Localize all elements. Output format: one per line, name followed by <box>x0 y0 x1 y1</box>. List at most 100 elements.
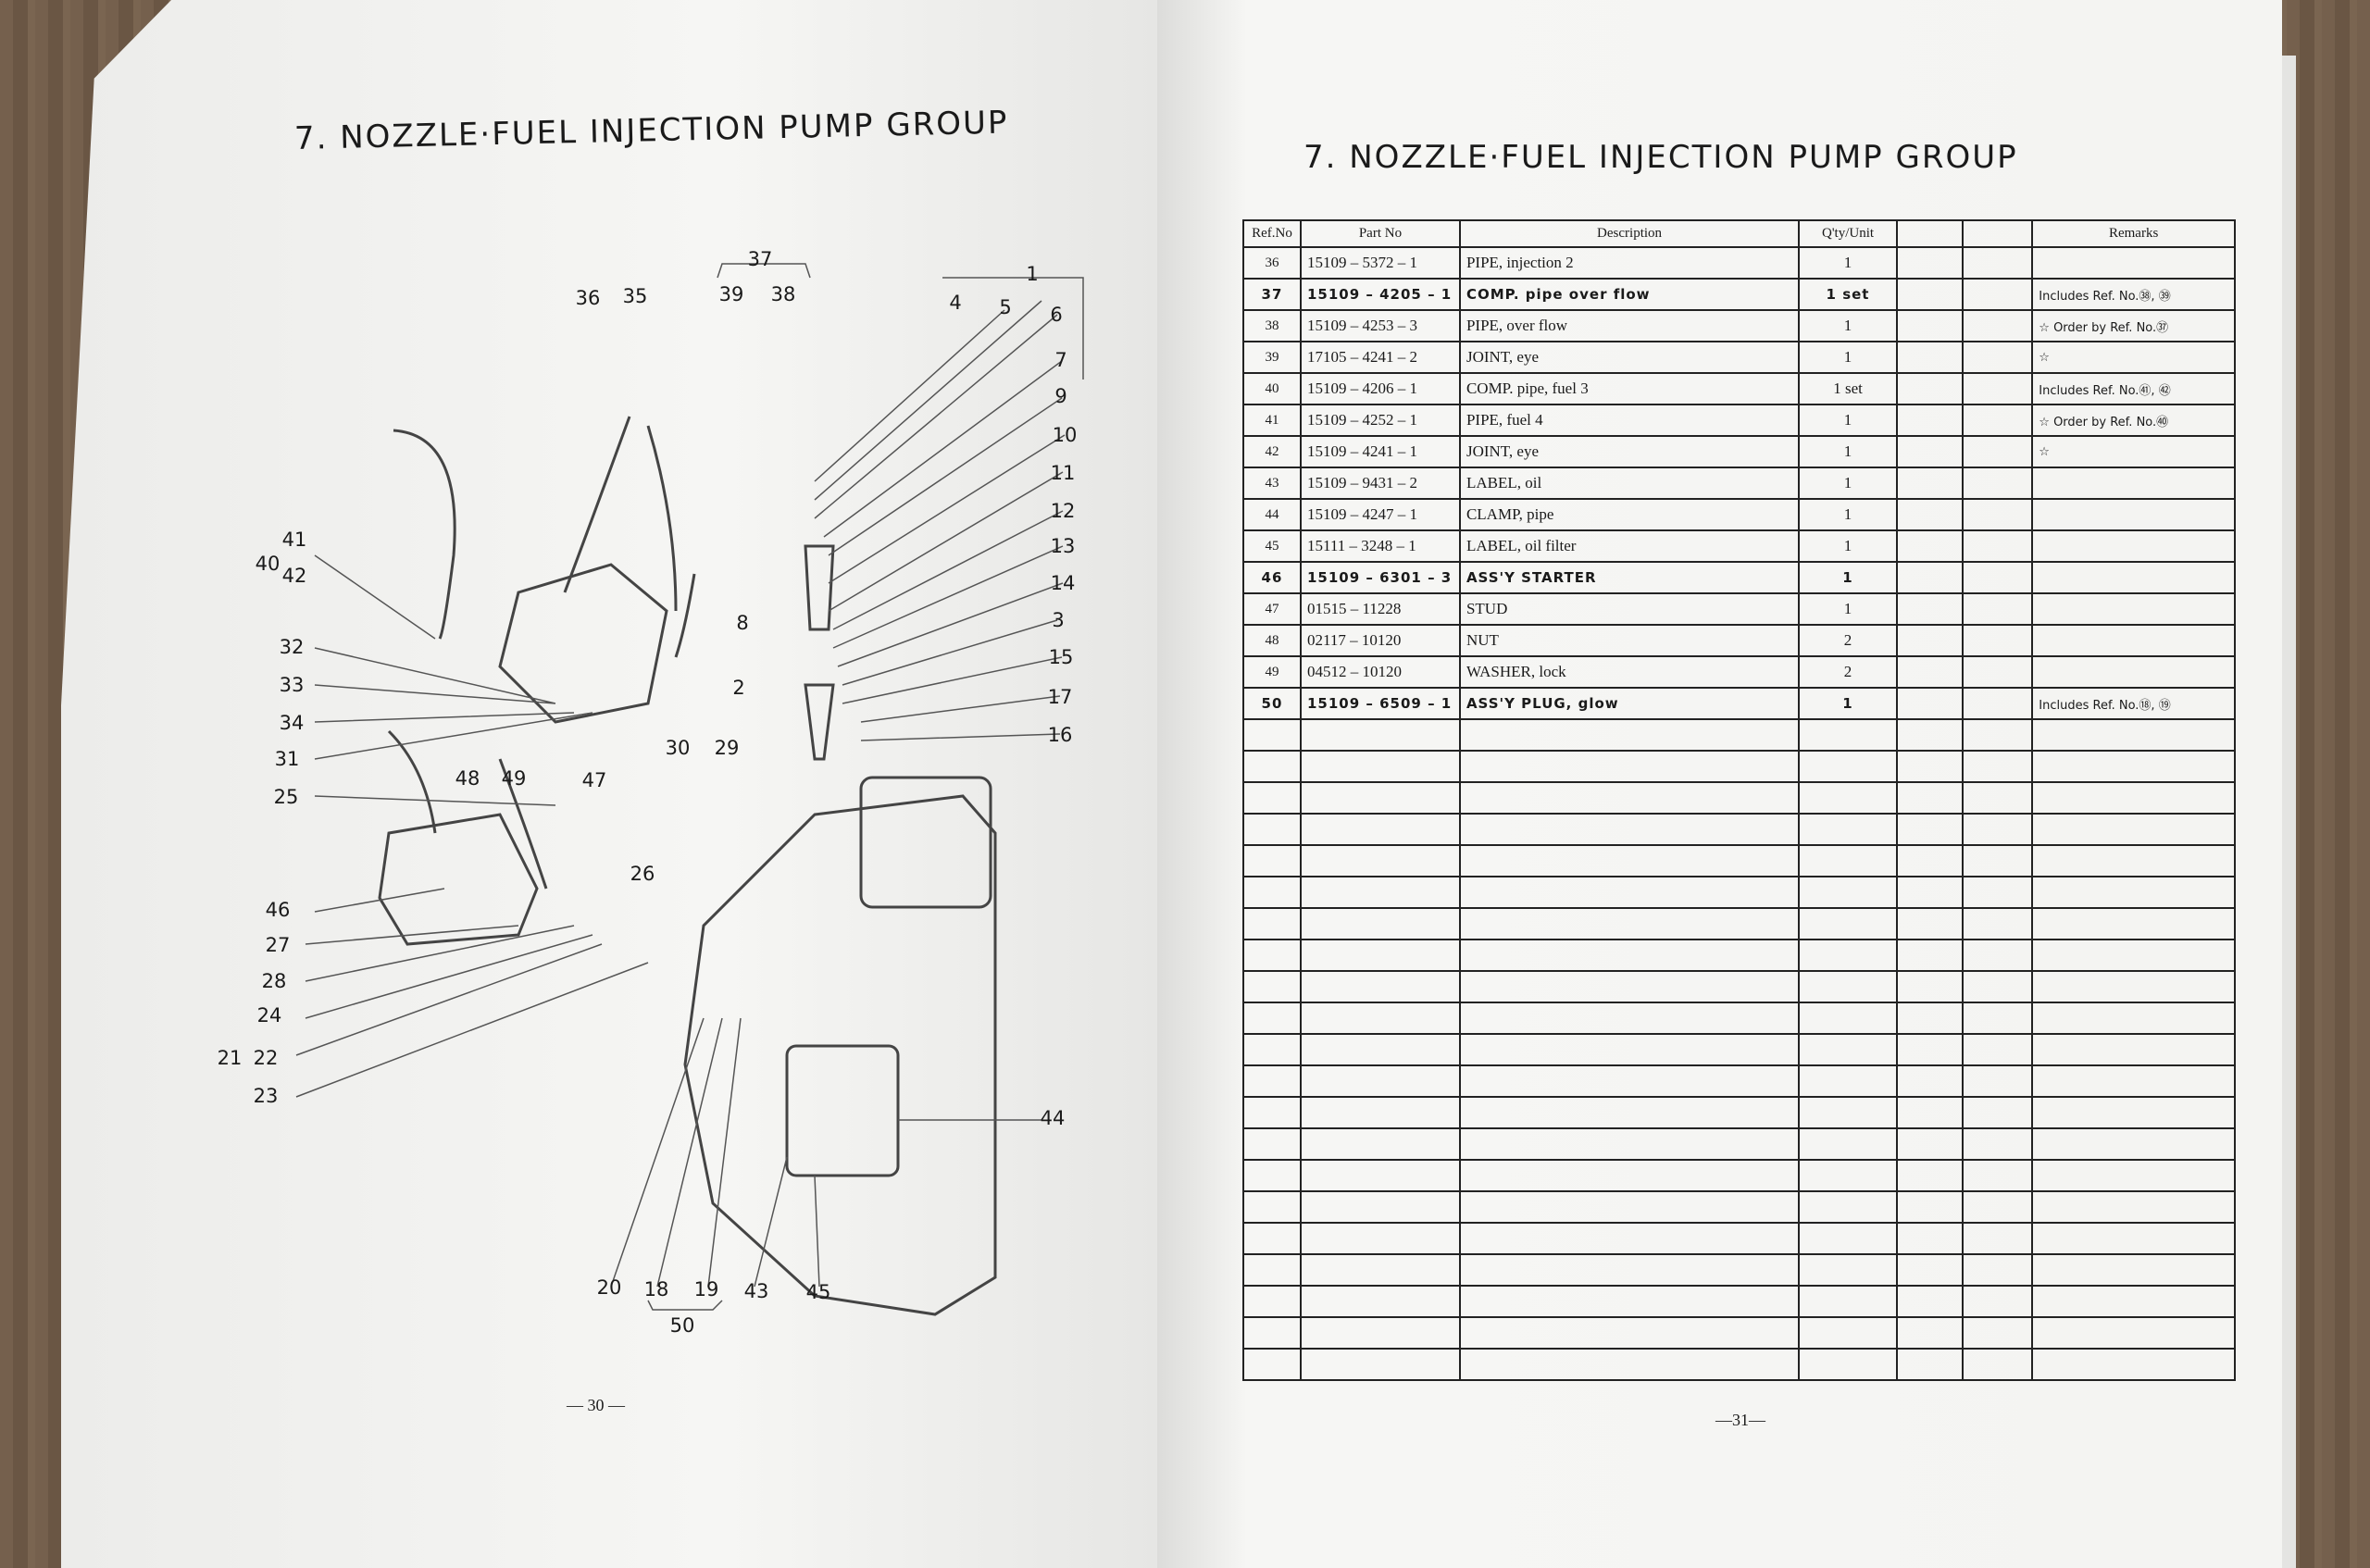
cell-empty <box>1242 939 1302 972</box>
cell-empty <box>1895 876 1964 909</box>
cell-empty <box>1299 1222 1461 1255</box>
cell-empty <box>1299 844 1461 877</box>
cell-empty <box>1458 750 1801 783</box>
empty-table-row <box>1242 844 2236 877</box>
callout-19: 19 <box>693 1278 719 1300</box>
empty-table-row <box>1242 718 2236 752</box>
cell-qty: 1 <box>1798 687 1898 720</box>
cell-empty <box>1299 750 1461 783</box>
cell-empty <box>2031 1316 2236 1350</box>
cell-empty <box>1798 1096 1898 1129</box>
callout-28: 28 <box>261 970 287 992</box>
cell-ref: 47 <box>1242 592 1302 626</box>
cell-empty <box>1458 1190 1801 1224</box>
cell-empty <box>2031 1285 2236 1318</box>
cell-qty: 1 <box>1798 435 1898 468</box>
callout-21: 21 <box>217 1047 243 1069</box>
cell-blank <box>1895 624 1964 657</box>
cell-blank <box>1895 592 1964 626</box>
cell-part: 15109 – 4252 – 1 <box>1299 404 1461 437</box>
right-page-title: 7. NOZZLE·FUEL INJECTION PUMP GROUP <box>1304 139 2018 176</box>
cell-remarks <box>2031 592 2236 626</box>
callout-8: 8 <box>736 612 749 634</box>
cell-empty <box>1242 970 1302 1003</box>
header-description: Description <box>1458 219 1801 248</box>
cell-empty <box>1299 970 1461 1003</box>
cell-blank <box>1961 278 2034 311</box>
cell-empty <box>1961 1002 2034 1035</box>
table-header-row: Ref.No Part No Description Q'ty/Unit Rem… <box>1242 219 2236 248</box>
empty-table-row <box>1242 1127 2236 1161</box>
cell-blank <box>1961 309 2034 342</box>
cell-empty <box>1961 1316 2034 1350</box>
cell-empty <box>2031 718 2236 752</box>
cell-part: 15109 – 4206 – 1 <box>1299 372 1461 405</box>
empty-table-row <box>1242 1159 2236 1192</box>
cell-empty <box>1961 1190 2034 1224</box>
cell-empty <box>1895 1096 1964 1129</box>
cell-empty <box>1458 1033 1801 1066</box>
cell-ref: 36 <box>1242 246 1302 280</box>
cell-blank <box>1961 372 2034 405</box>
cell-qty: 1 <box>1798 498 1898 531</box>
empty-table-row <box>1242 1190 2236 1224</box>
cell-empty <box>2031 1222 2236 1255</box>
cell-remarks: Includes Ref. No.㊶, ㊷ <box>2031 372 2236 405</box>
cell-empty <box>1242 813 1302 846</box>
left-page <box>61 0 1163 1568</box>
cell-empty <box>1299 907 1461 940</box>
cell-ref: 40 <box>1242 372 1302 405</box>
callout-36: 36 <box>575 287 601 309</box>
empty-table-row <box>1242 813 2236 846</box>
cell-empty <box>1895 939 1964 972</box>
cell-blank <box>1895 372 1964 405</box>
cell-empty <box>1299 1096 1461 1129</box>
callout-25: 25 <box>273 786 299 808</box>
cell-empty <box>1798 1348 1898 1381</box>
cell-empty <box>1961 939 2034 972</box>
cell-qty: 2 <box>1798 624 1898 657</box>
callout-5: 5 <box>999 296 1012 318</box>
cell-part: 04512 – 10120 <box>1299 655 1461 689</box>
cell-empty <box>1242 844 1302 877</box>
cell-empty <box>1798 1127 1898 1161</box>
cell-blank <box>1961 592 2034 626</box>
header-qty-unit: Q'ty/Unit <box>1798 219 1898 248</box>
cell-empty <box>1458 1316 1801 1350</box>
header-remarks: Remarks <box>2031 219 2236 248</box>
callout-16: 16 <box>1047 724 1073 746</box>
callout-30: 30 <box>665 737 691 759</box>
cell-empty <box>1961 1064 2034 1098</box>
cell-empty <box>1242 1064 1302 1098</box>
cell-empty <box>1299 1190 1461 1224</box>
callout-1: 1 <box>1026 263 1039 285</box>
cell-empty <box>1961 1159 2034 1192</box>
cell-empty <box>1798 813 1898 846</box>
cell-desc: LABEL, oil <box>1458 467 1801 500</box>
callout-11: 11 <box>1050 462 1076 484</box>
cell-ref: 43 <box>1242 467 1302 500</box>
cell-blank <box>1895 687 1964 720</box>
cell-empty <box>1798 1316 1898 1350</box>
cell-blank <box>1961 404 2034 437</box>
cell-part: 15109 – 4241 – 1 <box>1299 435 1461 468</box>
empty-table-row <box>1242 1253 2236 1287</box>
cell-blank <box>1961 341 2034 374</box>
cell-empty <box>1458 1348 1801 1381</box>
cell-empty <box>1895 781 1964 815</box>
cell-empty <box>1798 1285 1898 1318</box>
glow-plug <box>804 683 835 761</box>
cell-blank <box>1961 624 2034 657</box>
cell-empty <box>2031 1033 2236 1066</box>
cell-remarks: Includes Ref. No.⑱, ⑲ <box>2031 687 2236 720</box>
cell-part: 15109 – 4247 – 1 <box>1299 498 1461 531</box>
rocker-cover <box>859 776 992 909</box>
